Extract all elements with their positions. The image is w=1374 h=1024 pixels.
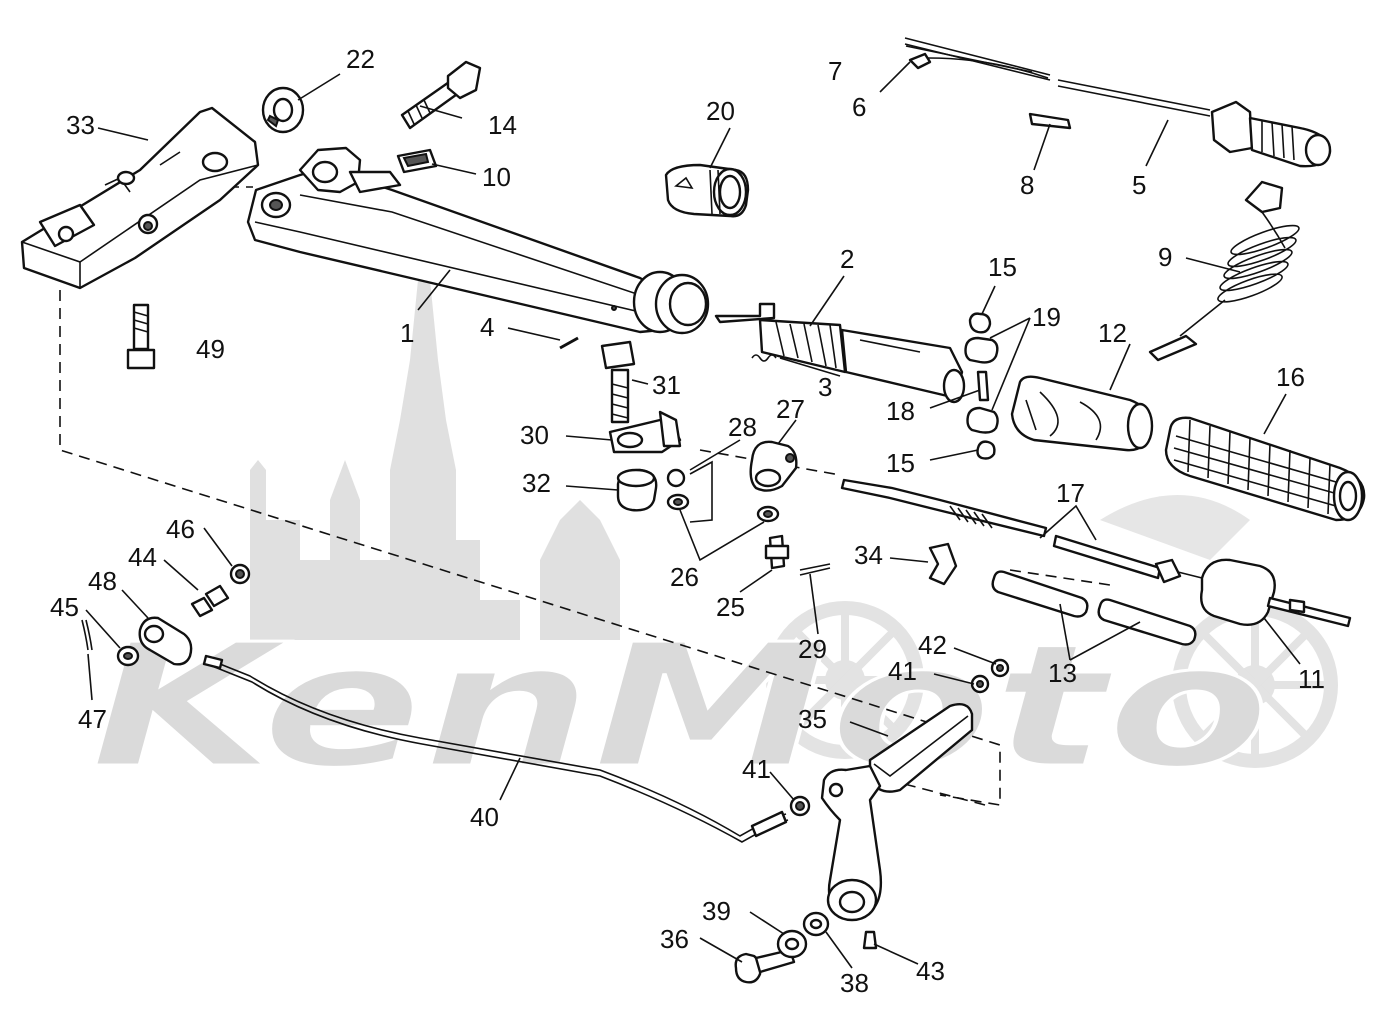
part-18-pin <box>976 370 990 402</box>
watermark: KenMoto <box>89 220 1338 808</box>
part-10-clip <box>396 148 438 174</box>
part-46-nut <box>229 563 251 585</box>
part-29-pin <box>799 563 831 576</box>
part-4-pin <box>559 336 579 350</box>
callout-7: 7 <box>828 56 842 86</box>
callout-49: 49 <box>196 334 225 364</box>
part-40-shift-rod <box>202 654 789 843</box>
callout-20: 20 <box>706 96 735 126</box>
part-31-bolt <box>600 340 636 424</box>
part-27-swivel <box>749 440 798 492</box>
callout-47: 47 <box>78 704 107 734</box>
callout-11: 11 <box>1298 664 1325 694</box>
part-15-top <box>968 312 992 334</box>
part-13-tubes <box>991 570 1197 646</box>
part-32-spacer <box>616 468 658 512</box>
part-17-throttle-cable <box>840 478 1211 584</box>
callout-43: 43 <box>916 956 945 986</box>
part-49-bolt <box>126 303 156 370</box>
part-34-clip <box>928 542 958 586</box>
callout-2: 2 <box>840 244 854 274</box>
callout-31: 31 <box>652 370 681 400</box>
callout-29: 29 <box>798 634 827 664</box>
part-39-washer <box>776 929 808 959</box>
part-35-shift-lever <box>820 703 974 922</box>
callout-46: 46 <box>166 514 195 544</box>
part-14-bolt <box>400 60 482 130</box>
callout-39: 39 <box>702 896 731 926</box>
callout-33: 33 <box>66 110 95 140</box>
callout-12: 12 <box>1098 318 1127 348</box>
callout-17: 17 <box>1056 478 1085 508</box>
callout-41-a: 41 <box>742 754 771 784</box>
part-19-bottom <box>966 406 999 434</box>
callout-1: 1 <box>400 318 414 348</box>
callout-42: 42 <box>918 630 947 660</box>
part-7-wire <box>904 37 1211 117</box>
callout-18: 18 <box>886 396 915 426</box>
part-3-spring <box>751 354 777 362</box>
part-45-washer <box>116 645 140 667</box>
callout-15-bottom: 15 <box>886 448 915 478</box>
callout-40: 40 <box>470 802 499 832</box>
callout-44: 44 <box>128 542 157 572</box>
part-28-nut <box>666 460 713 523</box>
part-22-washer <box>261 86 305 134</box>
callout-30: 30 <box>520 420 549 450</box>
callout-16: 16 <box>1276 362 1305 392</box>
callout-28: 28 <box>728 412 757 442</box>
callout-48: 48 <box>88 566 117 596</box>
callout-25: 25 <box>716 592 745 622</box>
part-30-bracket <box>608 410 682 454</box>
part-41-nut-a <box>970 674 990 694</box>
callout-5: 5 <box>1132 170 1146 200</box>
part-16-outer-grip <box>1164 416 1366 522</box>
part-33-bracket <box>20 106 260 290</box>
part-12-inner-grip <box>1010 375 1154 452</box>
part-2-throttle-shaft <box>714 302 966 404</box>
leader-lines <box>85 45 1301 969</box>
part-1-tiller-arm <box>246 146 710 335</box>
part-42-nut <box>990 658 1010 678</box>
callout-27: 27 <box>776 394 805 424</box>
callout-13: 13 <box>1048 658 1077 688</box>
part-19-top <box>964 336 999 364</box>
part-15-bottom <box>976 440 996 460</box>
callout-35: 35 <box>798 704 827 734</box>
callout-3: 3 <box>818 372 832 402</box>
part-11-cable-end <box>1200 558 1352 628</box>
callout-38: 38 <box>840 968 869 998</box>
callout-41-b: 41 <box>888 656 917 686</box>
part-44-fitting <box>190 584 230 618</box>
callout-labels: 1 2 3 4 5 6 7 8 9 10 11 12 13 14 15 15 1… <box>50 44 1325 998</box>
part-8-terminal <box>1028 112 1072 130</box>
part-48-rod-end <box>138 616 193 666</box>
watermark-text: KenMoto <box>90 608 1270 806</box>
callout-22: 22 <box>346 44 375 74</box>
callout-9: 9 <box>1158 242 1172 272</box>
part-43-fitting <box>862 930 878 950</box>
callout-45: 45 <box>50 592 79 622</box>
callout-15-top: 15 <box>988 252 1017 282</box>
callout-32: 32 <box>522 468 551 498</box>
part-20-bushing <box>664 163 750 218</box>
callout-14: 14 <box>488 110 517 140</box>
callout-6: 6 <box>852 92 866 122</box>
callout-8: 8 <box>1020 170 1034 200</box>
callout-26: 26 <box>670 562 699 592</box>
part-9-lanyard <box>1148 180 1300 362</box>
part-26-washers <box>666 493 780 523</box>
callout-4: 4 <box>480 312 494 342</box>
callout-34: 34 <box>854 540 883 570</box>
callout-36: 36 <box>660 924 689 954</box>
part-38-bushing <box>802 911 830 937</box>
part-41-nut-b <box>789 795 811 817</box>
part-6-lead <box>908 52 1049 79</box>
part-5-stop-switch <box>1210 100 1332 168</box>
part-47-cotter <box>81 619 93 651</box>
part-25-stud <box>764 534 790 570</box>
callout-19: 19 <box>1032 302 1061 332</box>
callout-10: 10 <box>482 162 511 192</box>
